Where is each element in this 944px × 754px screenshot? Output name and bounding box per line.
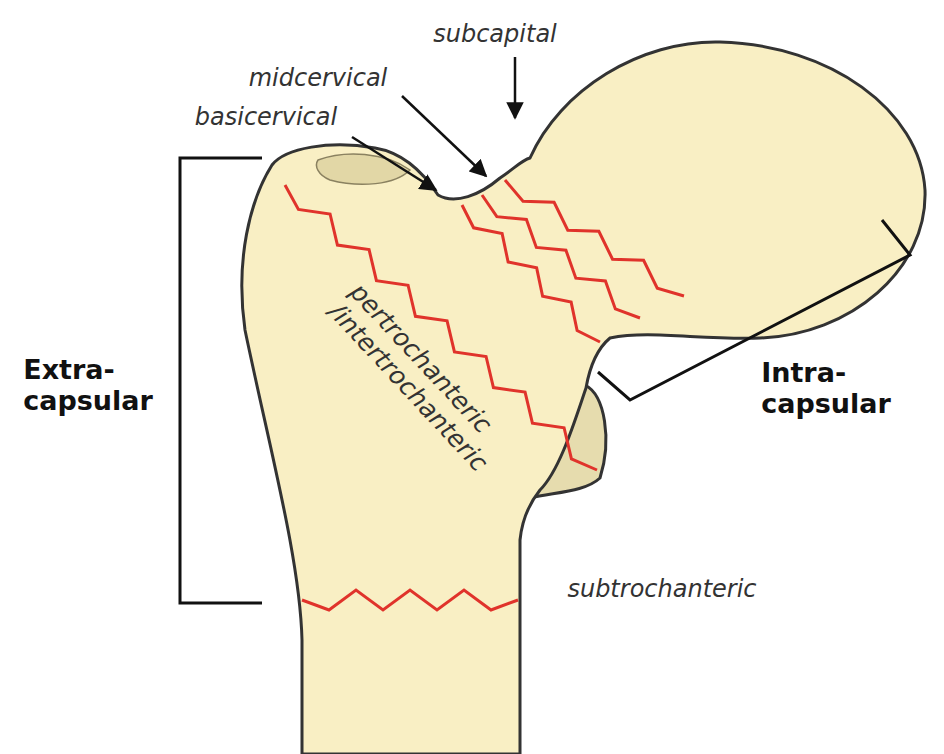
region-label: Intra- capsular xyxy=(761,357,891,419)
region-label: Extra- capsular xyxy=(23,354,153,416)
leader-arrow xyxy=(352,137,436,190)
intracapsular-bracket xyxy=(598,220,910,400)
fracture-label: subcapital xyxy=(433,21,557,49)
fracture-lines xyxy=(285,180,684,610)
fracture-label: midcervical xyxy=(249,65,388,93)
trochanter-shading xyxy=(317,154,411,184)
fracture-label: basicervical xyxy=(195,104,337,132)
leader-arrow xyxy=(514,57,517,118)
fracture-line xyxy=(505,180,684,296)
fracture-label: subtrochanteric xyxy=(567,576,756,604)
leader-arrow xyxy=(402,96,486,176)
femur-bone xyxy=(242,42,925,754)
extracapsular-bracket xyxy=(180,158,262,603)
fracture-line xyxy=(462,205,600,342)
fracture-line xyxy=(302,590,518,610)
